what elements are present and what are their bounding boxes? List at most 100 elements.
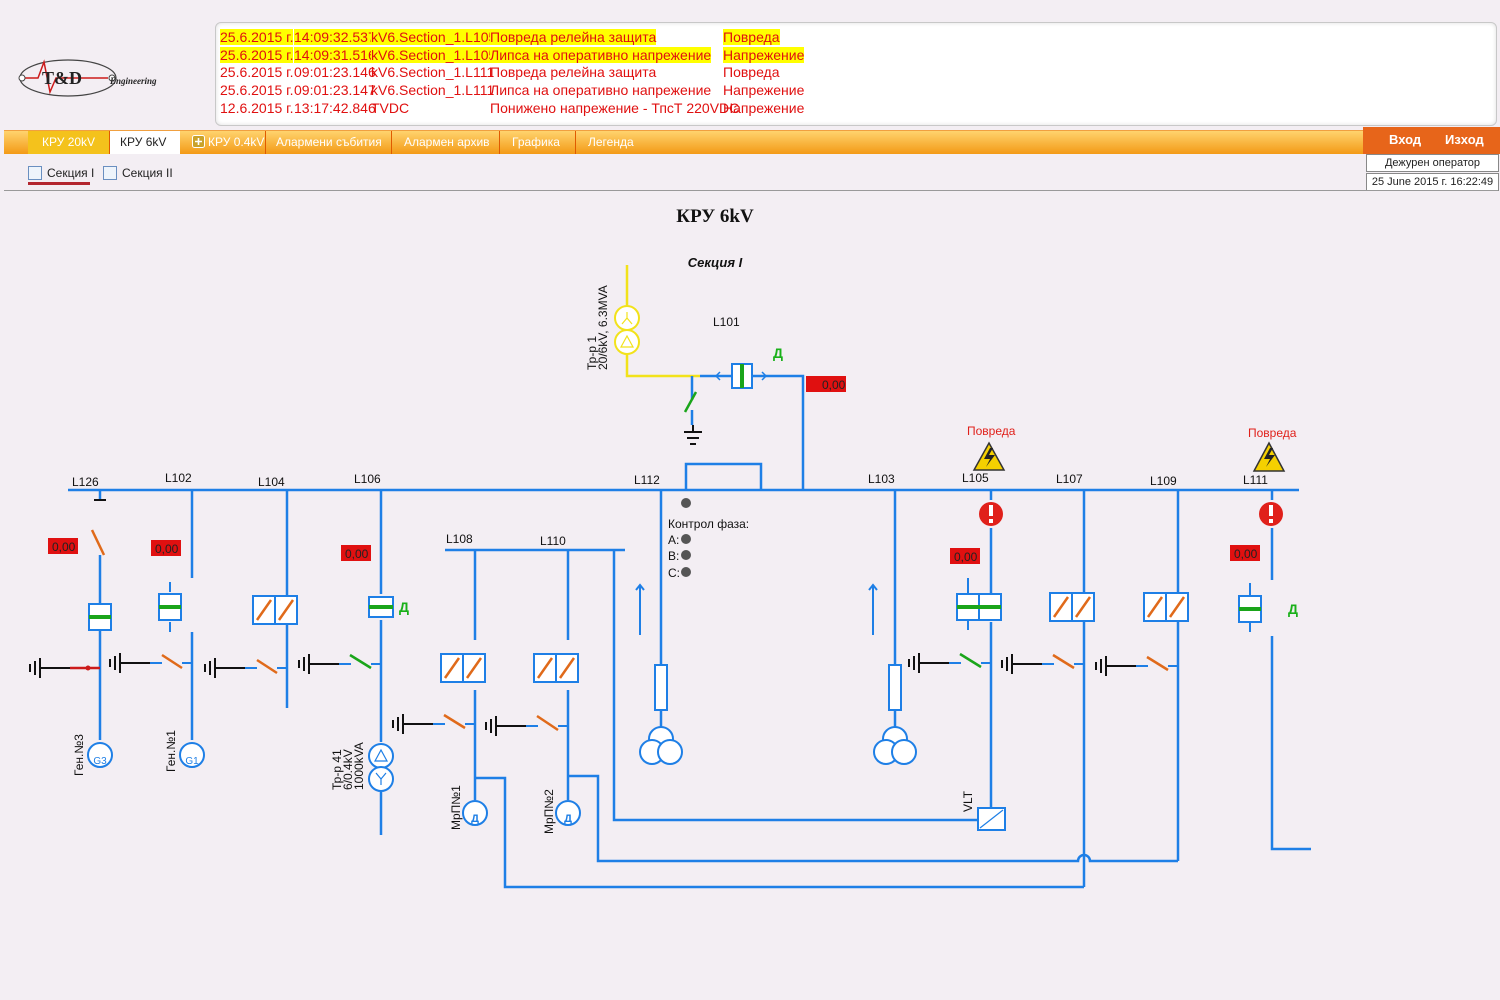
tab-legend[interactable]: Легенда bbox=[588, 135, 634, 149]
value-L102: 0,00 bbox=[155, 542, 179, 556]
alarm-type: Повреда bbox=[723, 64, 780, 80]
feeder-L102[interactable] bbox=[109, 490, 205, 768]
vlt-label: VLT bbox=[961, 790, 975, 812]
tab-kru-6kv[interactable]: КРУ 6kV bbox=[110, 131, 180, 154]
alarm-time: 09:01:23.147 bbox=[294, 82, 376, 98]
feeder-L110[interactable] bbox=[485, 550, 581, 826]
transformer-main-rating: 20/6kV, 6.3MVA bbox=[596, 285, 610, 370]
transformer-main-feed[interactable] bbox=[614, 265, 700, 378]
tab-kru-04kv[interactable]: КРУ 0.4kV bbox=[182, 131, 266, 154]
gen1-symbol: G1 bbox=[185, 756, 199, 767]
feeder-label-L108: L108 bbox=[446, 532, 473, 546]
alarm-message: Липса на оперативно напрежение bbox=[490, 82, 712, 98]
feeder-label-L104: L104 bbox=[258, 475, 285, 489]
value-L105: 0,00 bbox=[954, 550, 978, 564]
phase-a-label: A: bbox=[668, 533, 679, 547]
tr41-label: Тр-р 41 bbox=[330, 749, 344, 790]
subtab-label: Секция I bbox=[47, 166, 95, 180]
phase-a-indicator bbox=[681, 534, 691, 544]
feeder-label-L126: L126 bbox=[72, 475, 99, 489]
fault-label-L105: Повреда bbox=[967, 424, 1016, 438]
d-marker: Д bbox=[1288, 601, 1298, 617]
auth-bar: Вход Изход bbox=[1363, 127, 1500, 154]
feeder-L107[interactable] bbox=[1001, 490, 1096, 887]
subtab-label: Секция II bbox=[122, 166, 173, 180]
tr41-rating: 1000kVA bbox=[352, 742, 366, 790]
header-divider bbox=[4, 190, 1498, 191]
alarm-panel[interactable]: 25.6.2015 г. 14:09:32.537 kV6.Section_1.… bbox=[215, 22, 1497, 126]
alarm-date: 25.6.2015 г. bbox=[220, 64, 294, 80]
alarm-message: Липса на оперативно напрежение bbox=[490, 47, 712, 63]
operator-field[interactable]: Дежурен оператор bbox=[1366, 154, 1499, 172]
tr41-ratio: 6/0.4kV bbox=[341, 749, 355, 790]
feeder-label-L101: L101 bbox=[713, 315, 740, 329]
breaker-L101[interactable] bbox=[731, 363, 753, 389]
motor2-symbol: Д bbox=[564, 813, 572, 825]
feeder-L109[interactable] bbox=[1095, 490, 1190, 861]
feeder-label-L112: L112 bbox=[634, 473, 660, 487]
warning-icon bbox=[1252, 441, 1286, 472]
motor1-label: МрП№1 bbox=[449, 785, 463, 830]
calendar-icon bbox=[28, 166, 42, 180]
feeder-L103[interactable] bbox=[868, 490, 917, 765]
phase-c-indicator bbox=[681, 567, 691, 577]
d-marker: Д bbox=[773, 345, 783, 361]
fault-label-L111: Повреда bbox=[1248, 426, 1297, 440]
feeder-label-L103: L103 bbox=[868, 472, 895, 486]
calendar-icon bbox=[103, 166, 117, 180]
main-nav: КРУ 20kV КРУ 6kV КРУ 0.4kV Алармени съби… bbox=[4, 130, 1363, 154]
feeder-label-L109: L109 bbox=[1150, 474, 1177, 488]
logout-button[interactable]: Изход bbox=[1445, 132, 1484, 147]
feeder-L105[interactable] bbox=[908, 490, 1006, 831]
alarm-date: 25.6.2015 г. bbox=[220, 47, 294, 63]
alarm-source: kV6.Section_1.L105 bbox=[371, 29, 497, 45]
tab-graphics[interactable]: Графика bbox=[500, 131, 576, 154]
subtab-section-1[interactable]: Секция I bbox=[28, 166, 95, 180]
bus-coupler-indicator bbox=[681, 498, 691, 508]
alarm-date: 25.6.2015 г. bbox=[220, 82, 294, 98]
phase-c-label: C: bbox=[668, 566, 680, 580]
alarm-time: 14:09:32.537 bbox=[294, 29, 376, 45]
motor2-label: МрП№2 bbox=[542, 789, 556, 834]
feeder-L126[interactable] bbox=[29, 490, 113, 768]
alarm-type: Напрежение bbox=[723, 47, 805, 63]
feeder-L108[interactable] bbox=[392, 550, 488, 826]
feeder-L111[interactable] bbox=[1238, 490, 1311, 851]
feeder-label-L111: L111 bbox=[1243, 473, 1268, 487]
tab-alarm-events[interactable]: Алармени събития bbox=[266, 131, 392, 154]
feeder-L106[interactable] bbox=[298, 490, 394, 835]
phase-b-indicator bbox=[681, 550, 691, 560]
gen3-symbol: G3 bbox=[93, 756, 107, 767]
alarm-source: kV6.Section_1.L111 bbox=[371, 64, 495, 80]
subtab-section-2[interactable]: Секция II bbox=[103, 166, 173, 180]
motor1-symbol: Д bbox=[471, 813, 479, 825]
tab-kru-20kv[interactable]: КРУ 20kV bbox=[28, 131, 110, 154]
subtab-active-indicator bbox=[28, 182, 90, 185]
value-L101: 0,00 bbox=[822, 378, 846, 392]
alarm-message: Понижено напрежение - ТпсТ 220VDC bbox=[490, 100, 740, 116]
gen1-label: Ген.№1 bbox=[164, 730, 178, 772]
feeder-label-L110: L110 bbox=[540, 534, 566, 548]
alarm-source: TVDC bbox=[371, 100, 410, 116]
tab-alarm-archive[interactable]: Алармен архив bbox=[392, 131, 500, 154]
logo-brand: T&D bbox=[42, 68, 82, 88]
alarm-type: Повреда bbox=[723, 29, 780, 45]
logo-sub: Engineering bbox=[109, 76, 157, 86]
alarm-type: Напрежение bbox=[723, 82, 805, 98]
value-L111: 0,00 bbox=[1234, 547, 1258, 561]
feeder-label-L105: L105 bbox=[962, 471, 989, 485]
ground-icon bbox=[684, 425, 702, 445]
alarm-date: 25.6.2015 г. bbox=[220, 29, 294, 45]
alarm-source: kV6.Section_1.L105 bbox=[371, 47, 497, 63]
feeder-L104[interactable] bbox=[204, 490, 299, 708]
feeder-label-L106: L106 bbox=[354, 472, 381, 486]
feeder-L112[interactable] bbox=[635, 490, 683, 765]
alarm-time: 09:01:23.146 bbox=[294, 64, 376, 80]
alarm-type: Напрежение bbox=[723, 100, 805, 116]
page-subtitle: Секция I bbox=[687, 255, 743, 270]
login-button[interactable]: Вход bbox=[1389, 132, 1422, 147]
alarm-source: kV6.Section_1.L111 bbox=[371, 82, 495, 98]
d-marker: Д bbox=[399, 599, 409, 615]
plus-icon bbox=[192, 135, 205, 148]
